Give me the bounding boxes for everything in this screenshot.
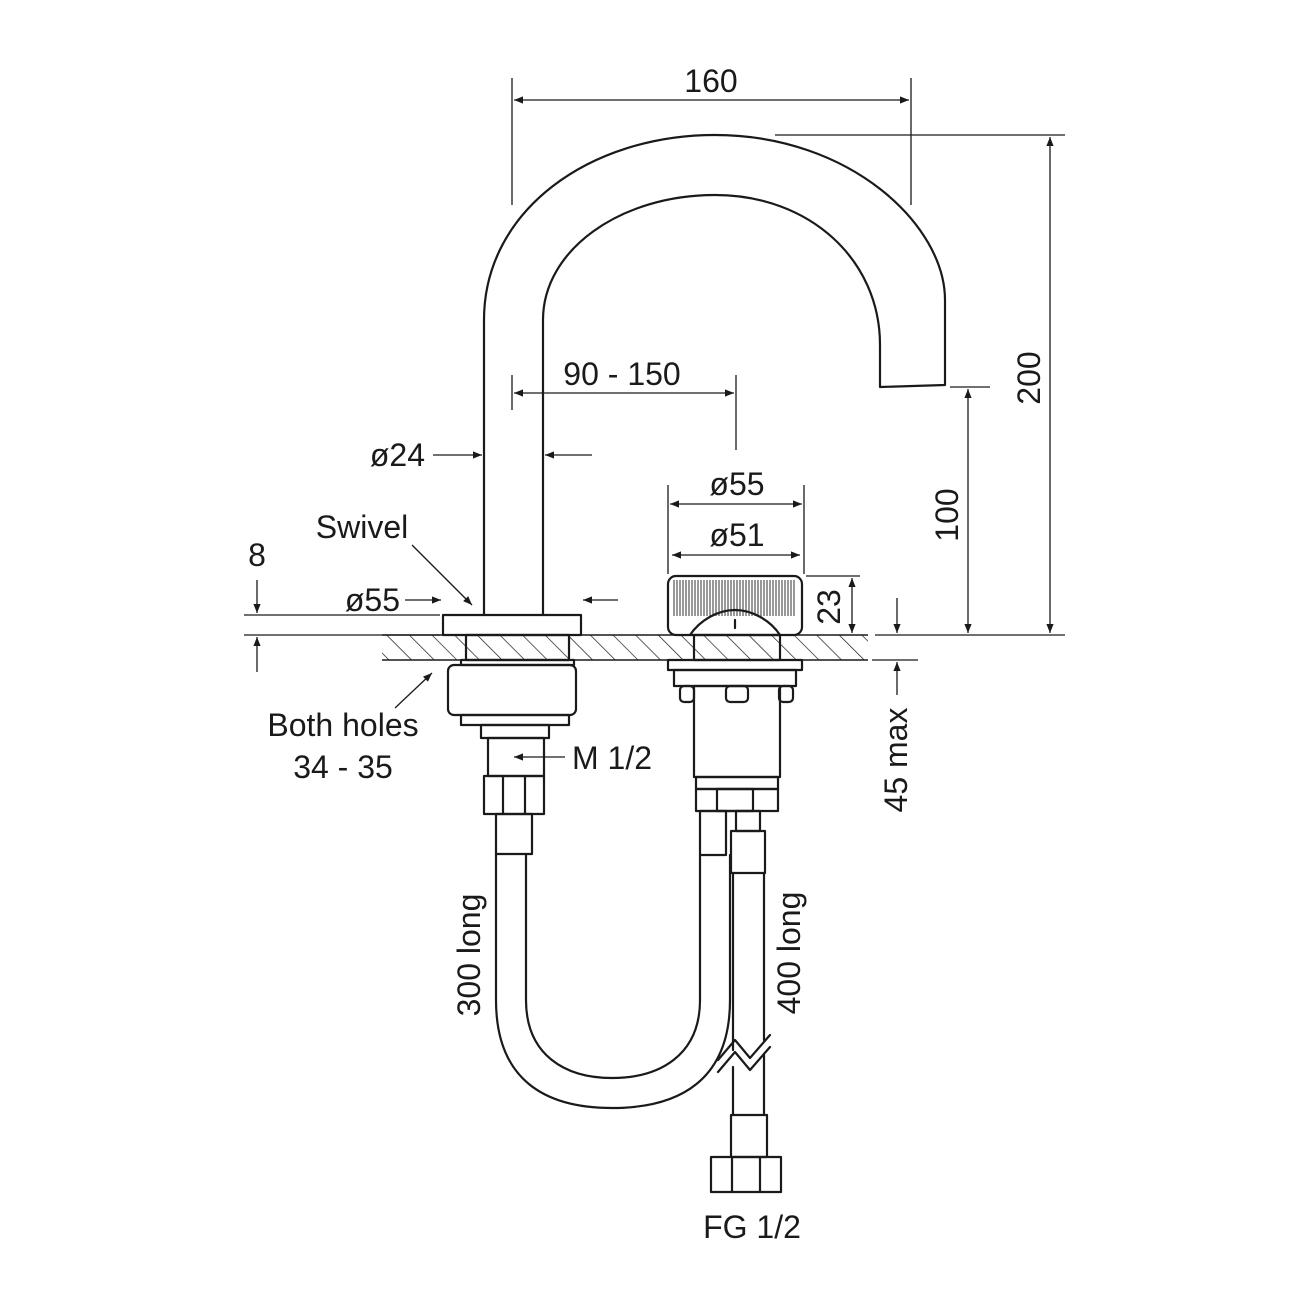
thread-label: M 1/2: [572, 740, 652, 776]
hose-300: [494, 852, 732, 1110]
dim-handle-height: 23: [806, 575, 860, 633]
dim-100: 100: [929, 386, 990, 633]
hose-300-label: 300 long: [451, 894, 487, 1017]
dim-deck-thickness: 45 max: [872, 598, 918, 812]
dim-handle-inner-text: ø51: [709, 517, 764, 553]
dim-base-thickness-text: 8: [248, 537, 266, 573]
holes-callout: Both holes 34 - 35: [267, 672, 433, 785]
spout-base: [441, 613, 583, 856]
dim-160-text: 160: [684, 63, 737, 99]
dim-160: 160: [511, 63, 912, 205]
dim-200-text: 200: [1011, 351, 1047, 404]
dim-200: 200: [775, 134, 1065, 636]
dim-100-text: 100: [929, 488, 965, 541]
thread-callout: M 1/2: [514, 740, 652, 776]
holes-label-line2: 34 - 35: [293, 749, 393, 785]
holes-label-line1: Both holes: [267, 707, 418, 743]
dim-handle-inner: ø51: [672, 517, 800, 559]
dim-base-thickness: 8: [244, 537, 440, 672]
hose-400-label: 400 long: [771, 892, 807, 1015]
dim-handle-outer: ø55: [667, 466, 805, 574]
swivel-label: Swivel: [316, 509, 408, 545]
dim-base-diameter: ø55: [345, 582, 618, 618]
spout: [482, 133, 947, 617]
dim-base-diameter-text: ø55: [345, 582, 400, 618]
dim-spout-diameter-text: ø24: [370, 437, 425, 473]
countertop-section: [382, 634, 868, 661]
hose-400: [709, 871, 783, 1194]
dim-handle-height-text: 23: [811, 589, 847, 625]
mixer-body: [666, 633, 804, 875]
dim-90-150-text: 90 - 150: [563, 356, 680, 392]
dim-90-150: 90 - 150: [511, 356, 737, 450]
dim-spout-diameter: ø24: [370, 437, 592, 473]
mixer-handle: [666, 574, 804, 637]
hose-connector-label: FG 1/2: [703, 1209, 801, 1245]
dim-deck-thickness-text: 45 max: [878, 708, 914, 813]
dim-handle-outer-text: ø55: [709, 466, 764, 502]
swivel-callout: Swivel: [316, 509, 473, 606]
